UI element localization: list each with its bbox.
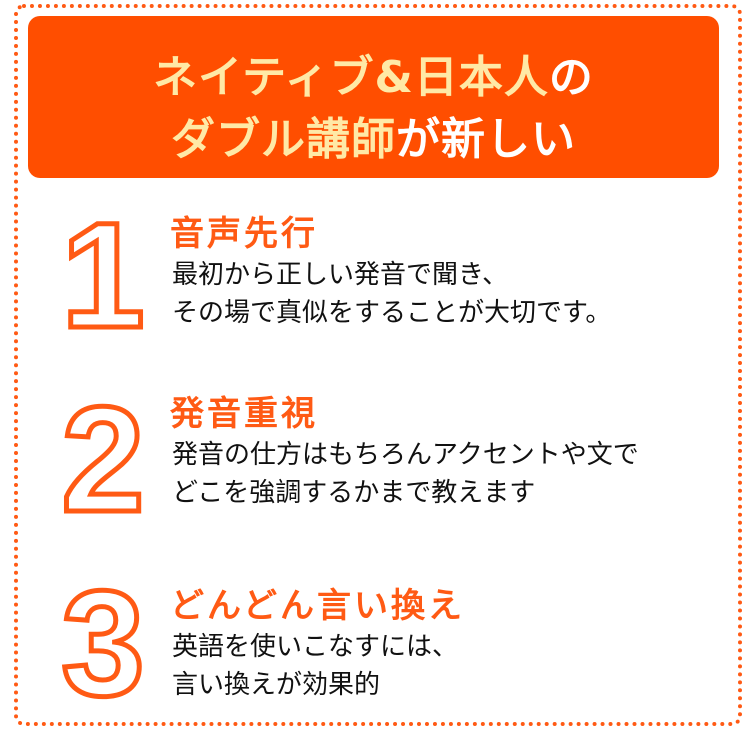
title-line-1: ネイティブ&日本人の bbox=[28, 52, 719, 104]
title-line-2-rest: が新しい bbox=[396, 114, 576, 165]
title-line-2: ダブル講師が新しい bbox=[28, 114, 719, 166]
dotted-border-card bbox=[14, 4, 742, 726]
feature-heading: 音声先行 bbox=[170, 214, 318, 254]
title-banner: ネイティブ&日本人の ダブル講師が新しい bbox=[28, 16, 719, 178]
title-line-1-rest: の bbox=[548, 52, 594, 103]
feature-heading: どんどん言い換え bbox=[170, 586, 465, 626]
feature-text-line: その場で真似をすることが大切です。 bbox=[172, 298, 612, 328]
number-2-icon: 2 bbox=[59, 375, 147, 543]
feature-text-line: どこを強調するかまで教えます bbox=[172, 478, 536, 508]
feature-text-line: 言い換えが効果的 bbox=[172, 670, 381, 700]
number-3-icon: 3 bbox=[59, 559, 147, 727]
feature-text-line: 英語を使いこなすには、 bbox=[172, 632, 459, 662]
number-1-icon: 1 bbox=[59, 191, 147, 359]
title-line-2-highlight: ダブル講師 bbox=[171, 114, 396, 165]
feature-heading: 発音重視 bbox=[170, 394, 318, 434]
title-line-1-highlight: ネイティブ&日本人 bbox=[153, 52, 549, 103]
feature-text-line: 発音の仕方はもちろんアクセントや文で bbox=[172, 440, 639, 470]
feature-text-line: 最初から正しい発音で聞き、 bbox=[172, 260, 509, 290]
